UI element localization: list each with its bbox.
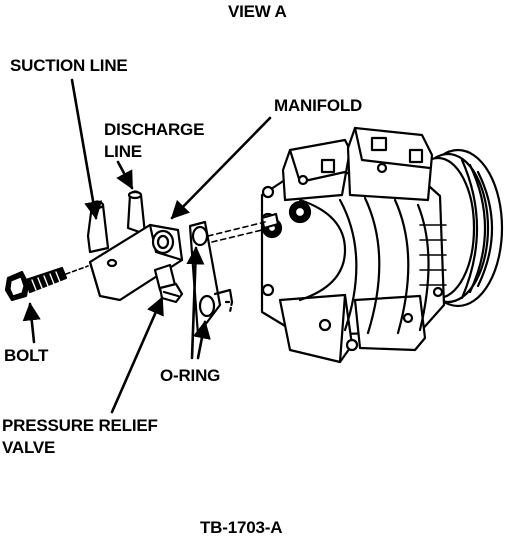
- figure-id: TB-1703-A: [200, 518, 283, 537]
- o-ring-arrow-lower: [192, 320, 211, 360]
- o-ring-arrow-upper: [186, 246, 205, 360]
- suction-line-label: SUCTION LINE: [10, 56, 128, 75]
- o-ring-label: O-RING: [160, 366, 221, 385]
- manifold: [86, 190, 184, 304]
- discharge-line-label-2: LINE: [104, 142, 142, 161]
- upper-mount-left: [281, 138, 352, 202]
- suction-line-arrow: [70, 78, 103, 220]
- discharge-line-label-1: DISCHARGE: [104, 120, 205, 139]
- suction-line-tube: [86, 200, 110, 254]
- lower-mount-left: [278, 293, 354, 364]
- compressor: [260, 126, 504, 364]
- bolt-label: BOLT: [4, 346, 49, 365]
- pressure-relief-label-1: PRESSURE RELIEF: [2, 416, 158, 435]
- view-title: VIEW A: [228, 2, 287, 21]
- manifold-label: MANIFOLD: [274, 96, 363, 115]
- bolt-arrow: [22, 302, 41, 344]
- o-ring-upper: [191, 225, 209, 247]
- leader-arrows: [22, 78, 272, 414]
- lower-mount-right: [353, 294, 427, 352]
- bolt: [4, 265, 89, 302]
- compressor-ports: [260, 200, 312, 239]
- pressure-relief-label-2: VALVE: [2, 438, 56, 457]
- pressure-relief-arrow: [110, 296, 164, 414]
- o-ring-lower: [198, 294, 216, 318]
- discharge-line-arrow: [116, 160, 134, 190]
- manifold-arrow: [170, 116, 272, 220]
